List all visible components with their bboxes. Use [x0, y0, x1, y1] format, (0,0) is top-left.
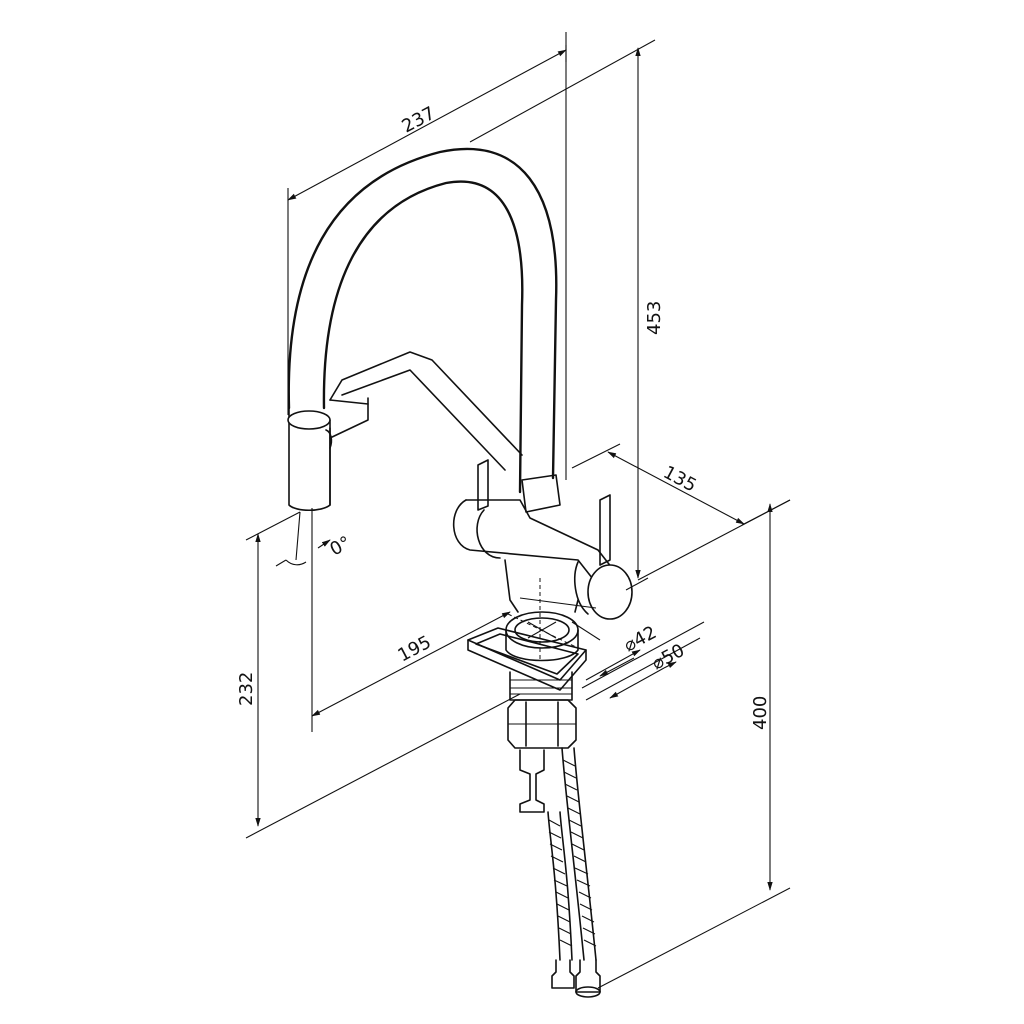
dimension-lines — [245, 39, 791, 989]
spout-reach-label: 237 — [398, 103, 438, 138]
hole-diameter-min-label: ⌀42 — [620, 622, 660, 656]
outlet-reach-label: 195 — [394, 632, 434, 667]
total-height-label: 453 — [644, 301, 665, 335]
hole-diameter-max-label: ⌀50 — [648, 640, 688, 674]
below-deck-height-label: 400 — [750, 696, 771, 730]
faucet-outline — [287, 147, 633, 998]
swivel-angle-label: 0° — [326, 532, 354, 560]
body-depth-label: 135 — [660, 462, 700, 497]
outlet-height-label: 232 — [236, 672, 257, 706]
